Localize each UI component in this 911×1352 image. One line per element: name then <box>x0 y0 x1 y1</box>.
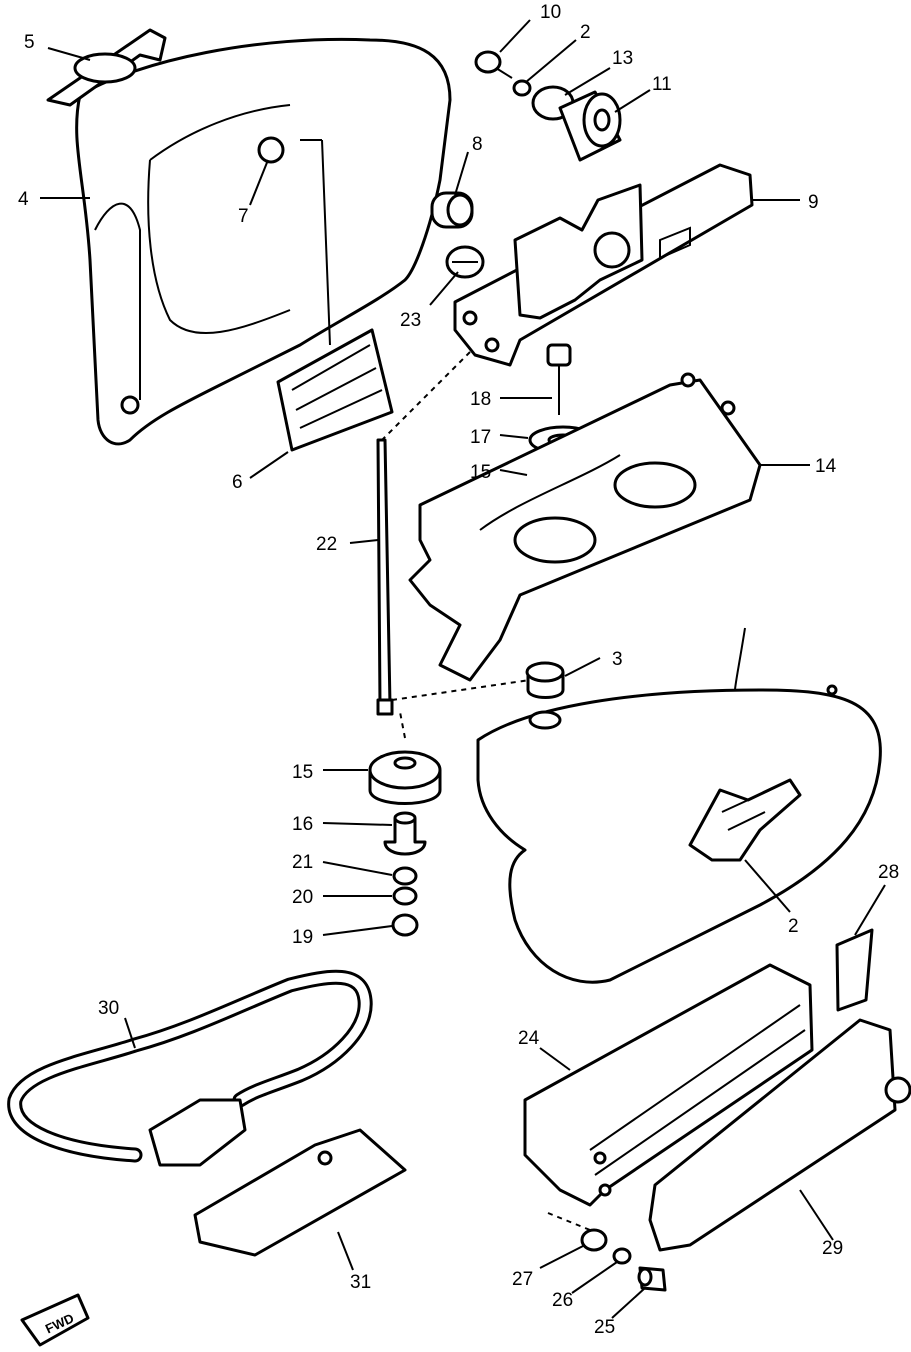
callout-18: 18 <box>470 389 491 410</box>
part-29-tool-box-lid <box>648 1018 911 1252</box>
part-10-rubber-damper <box>558 90 622 162</box>
callout-15-lower: 15 <box>292 762 313 783</box>
part-30-hose <box>7 969 373 1167</box>
part-16-collar <box>383 811 427 856</box>
part-11-bolt <box>474 50 513 79</box>
callout-30: 30 <box>98 998 119 1019</box>
leader-lines <box>40 19 886 1319</box>
callout-28: 28 <box>878 862 899 883</box>
part-22-long-rod <box>376 438 394 716</box>
callout-14: 14 <box>815 456 837 477</box>
callout-21: 21 <box>292 852 313 873</box>
part-27-grommet <box>580 1228 608 1252</box>
callout-29: 29 <box>822 1238 843 1259</box>
part-6-filter-panel <box>276 328 394 452</box>
callout-25: 25 <box>594 1317 615 1338</box>
callout-5: 5 <box>24 32 35 53</box>
part-2-washer-top <box>512 79 532 97</box>
callout-17: 17 <box>470 427 491 448</box>
part-7-grommet <box>257 136 285 164</box>
part-24-tool-box <box>523 963 814 1207</box>
part-2-emblem <box>688 778 802 862</box>
part-18-bolt <box>546 343 572 415</box>
callout-31: 31 <box>350 1272 371 1293</box>
callout-20: 20 <box>292 887 313 908</box>
part-28-pad <box>835 928 874 1012</box>
fwd-arrow-icon: FWD <box>20 1293 90 1347</box>
callout-labels: 10 2 13 11 5 4 7 8 9 23 18 17 15 14 6 22… <box>18 2 899 1338</box>
callout-6: 6 <box>232 472 243 493</box>
part-4-left-side-cover <box>75 37 452 446</box>
part-26-washer <box>612 1247 632 1265</box>
part-20-spring-washer <box>392 886 418 906</box>
callout-19: 19 <box>292 927 313 948</box>
callout-3: 3 <box>612 649 623 670</box>
part-21-washer <box>392 866 418 886</box>
part-15-damper-lower <box>368 750 442 805</box>
part-19-nut <box>391 913 419 937</box>
callout-8: 8 <box>472 134 483 155</box>
part-23-nut <box>445 245 485 279</box>
callout-4: 4 <box>18 189 29 210</box>
part-25-screw <box>637 1266 667 1292</box>
callout-13: 13 <box>612 48 633 69</box>
callout-26: 26 <box>552 1290 573 1311</box>
callout-11: 10 <box>540 2 561 23</box>
callout-16: 16 <box>292 814 313 835</box>
part-1-right-side-cover <box>476 684 882 984</box>
part-8-grommet <box>430 191 474 229</box>
part-5-cover-clip <box>46 28 167 107</box>
callout-2-emblem: 2 <box>788 916 799 937</box>
callout-23: 23 <box>400 310 421 331</box>
callout-10: 11 <box>652 74 672 95</box>
callout-27: 27 <box>512 1269 533 1290</box>
part-9-upper-bracket <box>453 163 754 367</box>
part-3-grommet <box>525 661 565 699</box>
callout-22: 22 <box>316 534 337 555</box>
callout-15-upper: 15 <box>470 462 491 483</box>
callout-24: 24 <box>518 1028 540 1049</box>
part-14-battery-tray <box>408 372 762 682</box>
part-31-cover-plate <box>193 1128 407 1257</box>
callout-7: 7 <box>238 206 249 227</box>
callout-2-top: 2 <box>580 22 591 43</box>
callout-9: 9 <box>808 192 819 213</box>
